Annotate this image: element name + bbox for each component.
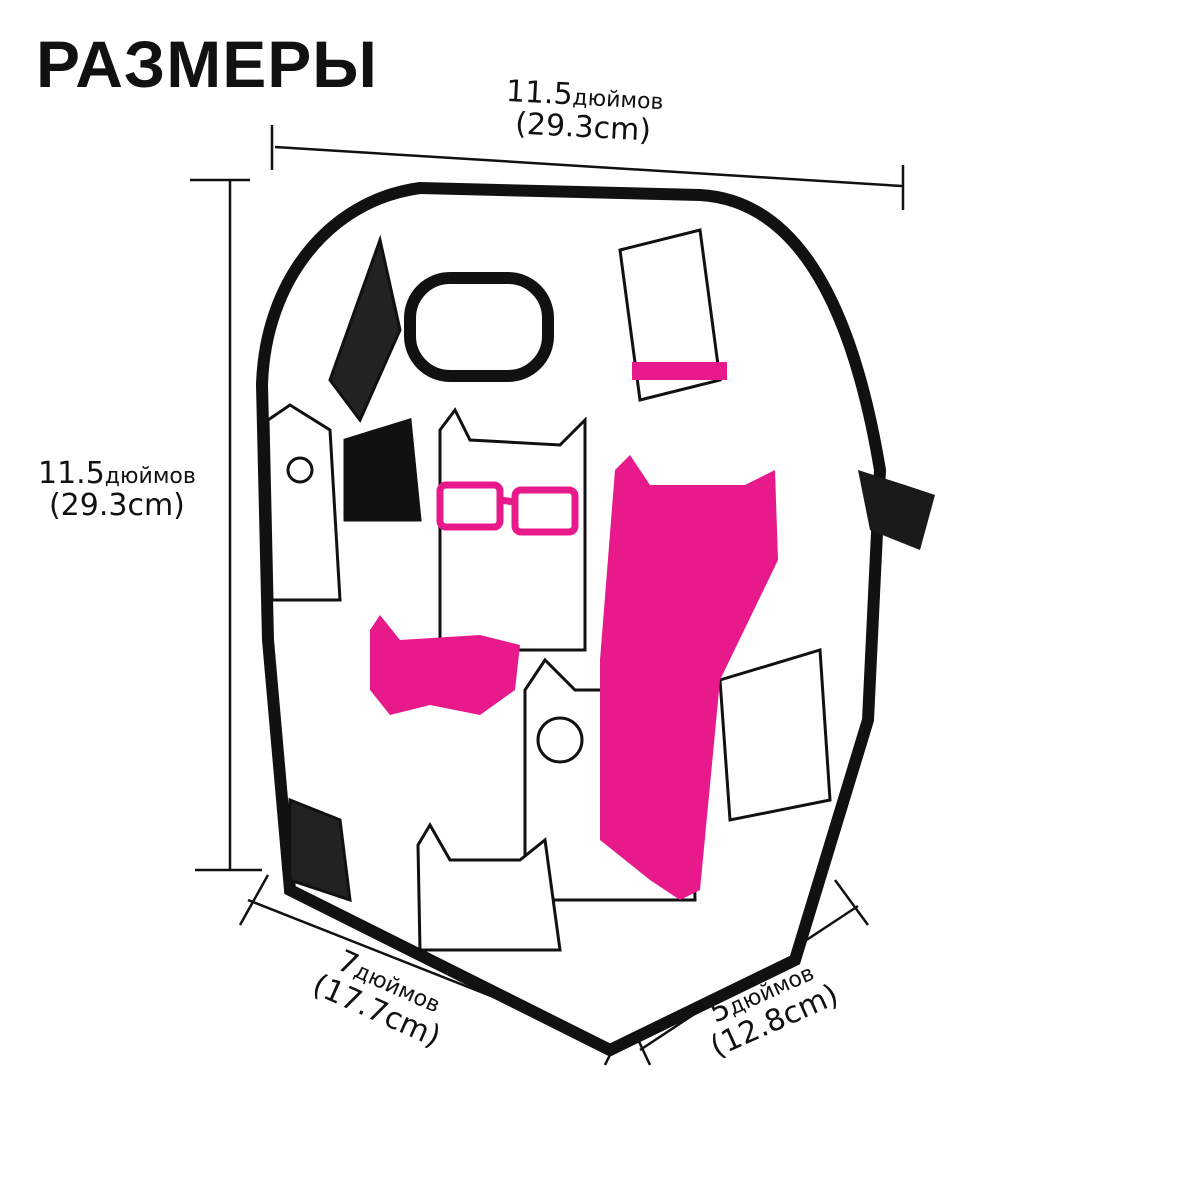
zipper-pull: [858, 470, 935, 550]
width-line: [274, 145, 903, 188]
page-title: РАЗМЕРЫ: [36, 27, 378, 101]
height-label: 11.5дюймов (29.3cm): [38, 456, 196, 523]
width-label: 11.5дюймов (29.3cm): [505, 73, 665, 149]
pink-mask: [370, 615, 520, 715]
pink-cat: [600, 455, 778, 900]
pink-collar: [632, 362, 727, 380]
pink-glasses: [436, 481, 579, 536]
handle-opening: [404, 272, 554, 382]
lunch-bag: [255, 181, 935, 1057]
